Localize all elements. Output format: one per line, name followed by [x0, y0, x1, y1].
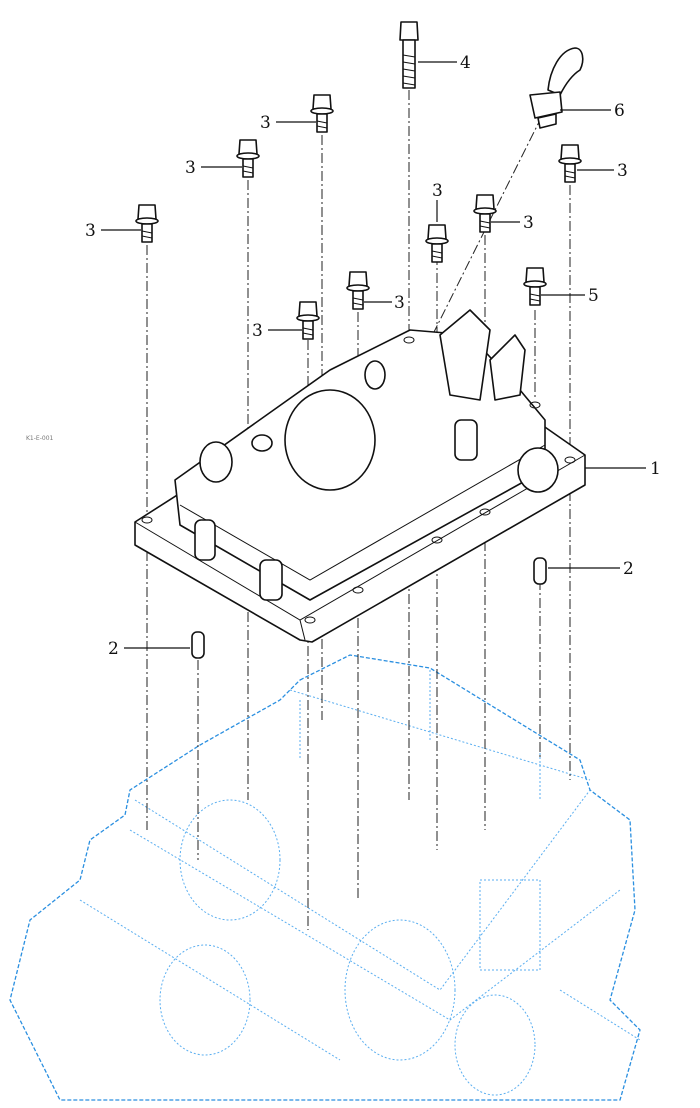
dowel-pins — [191, 557, 547, 659]
callout-2: 2 — [108, 639, 119, 659]
flange-bolt-part — [310, 94, 334, 133]
callout-3: 3 — [185, 158, 196, 178]
flange-bolt-part — [523, 267, 547, 306]
long-bolt-part — [399, 21, 419, 89]
flange-bolt-part — [346, 271, 370, 310]
callouts: 4 6 3 3 3 3 3 3 3 5 3 1 2 2 — [85, 53, 661, 659]
figure-code: K1-E-001 — [26, 435, 54, 442]
callout-4: 4 — [460, 53, 471, 73]
leader-lines — [101, 61, 646, 649]
callout-1: 1 — [650, 459, 661, 479]
flange-bolt-part — [425, 224, 449, 263]
callout-6: 6 — [614, 101, 625, 121]
flange-bolt-part — [558, 144, 582, 183]
callout-2: 2 — [623, 559, 634, 579]
callout-3: 3 — [394, 293, 405, 313]
flange-bolt-part — [135, 204, 159, 243]
flange-bolt-part — [296, 301, 320, 340]
callout-3: 3 — [523, 213, 534, 233]
cover-part — [134, 309, 586, 643]
callout-5: 5 — [588, 286, 599, 306]
breather-fitting-part — [529, 47, 584, 129]
flange-bolt-part — [236, 139, 260, 178]
bolts — [135, 94, 582, 340]
bolt-holes — [141, 336, 576, 624]
flange-bolt-part — [473, 194, 497, 233]
callout-3: 3 — [85, 221, 96, 241]
callout-3: 3 — [432, 181, 443, 201]
callout-3: 3 — [252, 321, 263, 341]
callout-3: 3 — [617, 161, 628, 181]
callout-3: 3 — [260, 113, 271, 133]
transmission-housing — [9, 654, 641, 1101]
